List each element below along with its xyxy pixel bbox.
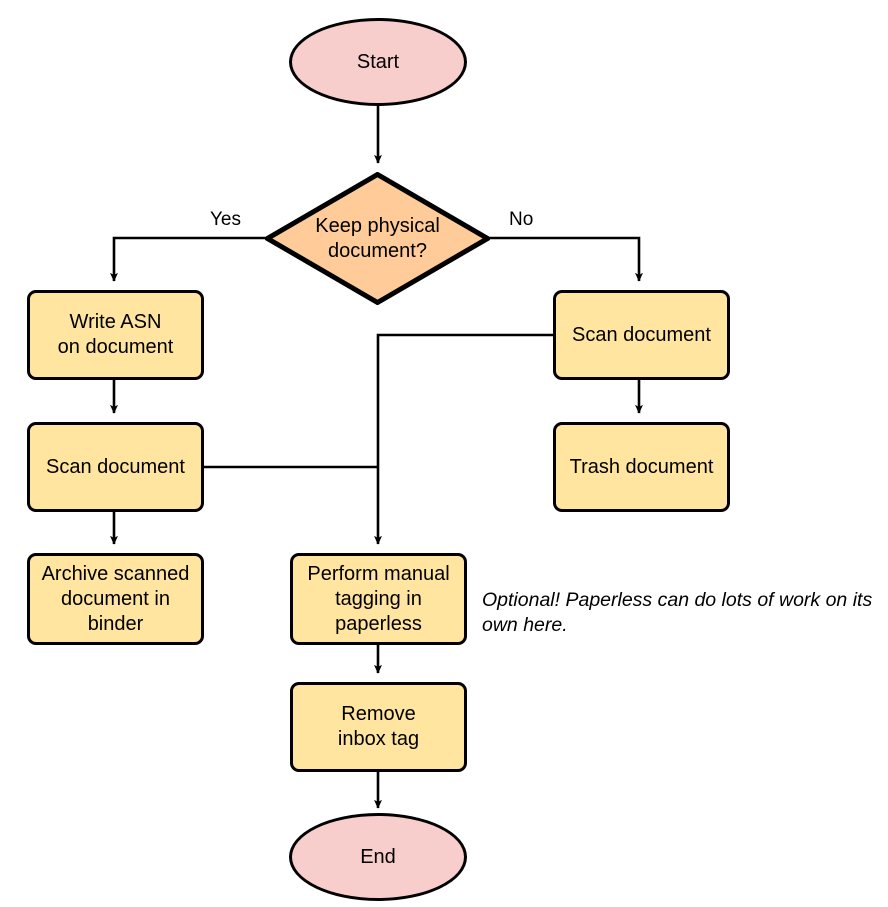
node-remove-inbox-tag[interactable]: Remove inbox tag: [290, 682, 467, 772]
node-trash-document-label: Trash document: [569, 455, 714, 478]
edge-label-yes: Yes: [210, 209, 241, 230]
node-archive-label: Archive scanned document in binder: [41, 562, 190, 635]
node-perform-manual-tagging-in-paperless[interactable]: Perform manual tagging in paperless: [290, 553, 467, 645]
node-scan-document-right[interactable]: Scan document: [553, 290, 730, 380]
diamond-icon: [265, 172, 490, 305]
edge-scanright-to-tagging: [374, 333, 553, 545]
edge-label-no: No: [509, 209, 534, 230]
annotation-optional-note: Optional! Paperless can do lots of work …: [482, 589, 873, 636]
edge-decision-yes: [110, 236, 265, 282]
node-start[interactable]: Start: [289, 18, 467, 106]
edge-decision-no: [490, 236, 643, 282]
node-start-label: Start: [356, 50, 400, 73]
node-archive-scanned-document-in-binder[interactable]: Archive scanned document in binder: [27, 553, 204, 645]
node-decision-keep-physical-document[interactable]: Keep physical document?: [265, 172, 490, 305]
node-trash-document[interactable]: Trash document: [553, 422, 730, 512]
node-end[interactable]: End: [289, 813, 467, 901]
node-scan-document-left[interactable]: Scan document: [27, 422, 204, 512]
node-scan-document-right-label: Scan document: [572, 323, 711, 346]
node-decision-label: Keep physical document?: [315, 214, 440, 262]
node-end-label: End: [360, 845, 396, 868]
node-write-asn-label: Write ASN on document: [57, 311, 174, 358]
node-write-asn-on-document[interactable]: Write ASN on document: [27, 290, 204, 380]
node-tagging-label: Perform manual tagging in paperless: [307, 562, 450, 635]
node-scan-document-left-label: Scan document: [46, 455, 185, 478]
node-remove-inbox-tag-label: Remove inbox tag: [337, 703, 420, 750]
